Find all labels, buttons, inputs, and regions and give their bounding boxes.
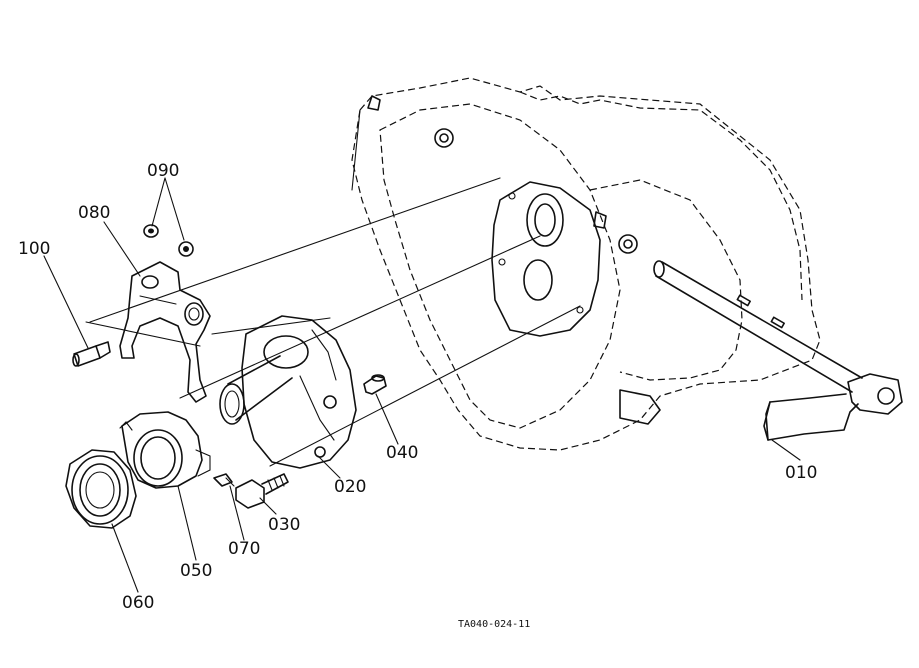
callout-leaders — [43, 177, 801, 593]
assembly-axis-lines — [85, 177, 581, 467]
part-label-070: 070 — [228, 539, 260, 559]
washers — [143, 224, 194, 257]
part-label-060: 060 — [122, 593, 154, 613]
dowel-pin — [363, 374, 387, 395]
part-label-020: 020 — [334, 477, 366, 497]
part-label-090: 090 — [147, 161, 179, 181]
part-label-040: 040 — [386, 443, 418, 463]
part-label-010: 010 — [785, 463, 817, 483]
clutch-housing — [351, 77, 821, 451]
bolt — [235, 473, 289, 509]
part-label-050: 050 — [180, 561, 212, 581]
drawing-code: TA040-024-11 — [458, 619, 530, 630]
part-label-030: 030 — [268, 515, 300, 535]
part-label-100: 100 — [18, 239, 50, 259]
release-bearing — [65, 449, 137, 529]
retaining-clip — [213, 473, 235, 487]
release-fork — [119, 261, 211, 403]
part-label-080: 080 — [78, 203, 110, 223]
fork-pin — [72, 341, 111, 367]
release-sleeve — [119, 411, 211, 489]
bearing-holder — [219, 315, 357, 469]
clutch-lever-shaft — [653, 260, 903, 441]
